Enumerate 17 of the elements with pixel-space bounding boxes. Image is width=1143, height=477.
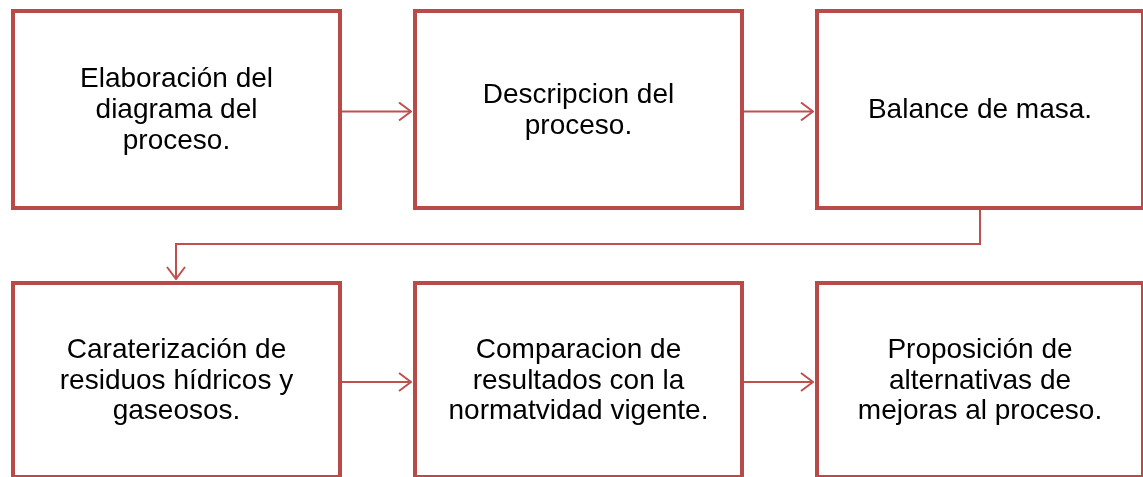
- process-box: [413, 281, 744, 477]
- process-box: [815, 9, 1143, 210]
- step-text: Comparacion de resultados con la normatvidad vigente.: [447, 333, 710, 427]
- step-text: Descripcion del proceso.: [481, 78, 676, 141]
- process-box: [413, 9, 744, 210]
- step-text: Proposición de alternativas de mejoras al proceso.: [856, 333, 1104, 427]
- arrow: [341, 101, 412, 122]
- arrow: [166, 209, 981, 280]
- process-box: [815, 281, 1143, 477]
- process-box: [11, 281, 342, 477]
- arrow: [341, 372, 412, 392]
- process-box: [11, 9, 342, 210]
- arrow: [743, 372, 814, 392]
- step-text: Balance de masa.: [867, 94, 1093, 125]
- arrow: [743, 101, 814, 122]
- step-text: Caraterización de residuos hídricos y gaseosos.: [58, 333, 295, 427]
- step-text: Elaboración del diagrama del proceso.: [79, 63, 274, 156]
